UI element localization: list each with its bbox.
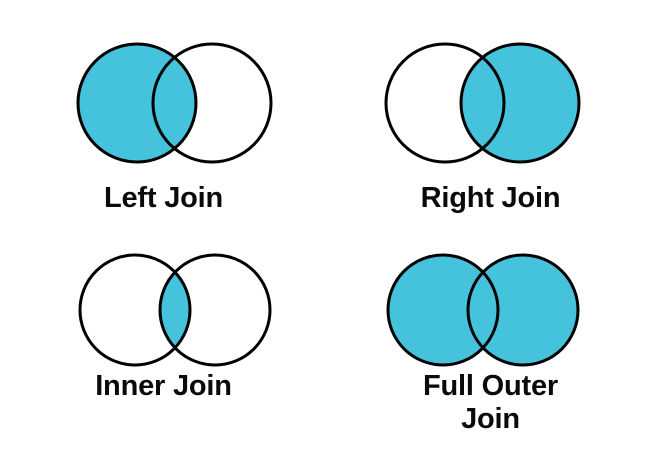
venn-graphic-full-outer-join <box>386 253 580 367</box>
diagram-cell-full-outer-join: Full Outer Join <box>327 237 654 474</box>
right-circle <box>468 255 578 365</box>
diagram-cell-left-join: Left Join <box>0 0 327 237</box>
diagram-label-left-join: Left Join <box>103 182 224 214</box>
venn-right-join <box>376 38 588 168</box>
left-circle-outline <box>386 253 500 367</box>
left-circle-outline <box>76 42 198 164</box>
diagram-label-inner-join: Inner Join <box>95 370 232 402</box>
left-circle-outline <box>78 253 192 367</box>
left-circle-outline <box>384 42 506 164</box>
venn-graphic-left-join <box>76 42 273 164</box>
venn-inner-join <box>68 249 280 371</box>
venn-graphic-right-join <box>384 42 581 164</box>
right-circle-outline <box>459 42 581 164</box>
overlap-lens <box>153 44 196 162</box>
right-circle <box>160 255 270 365</box>
left-circle <box>80 255 190 365</box>
venn-graphic-inner-join <box>78 253 272 367</box>
right-circle-outline <box>466 253 580 367</box>
venn-left-join <box>68 38 280 168</box>
diagram-cell-inner-join: Inner Join <box>0 237 327 474</box>
overlap-lens <box>461 44 504 162</box>
venn-full-outer-join <box>376 249 588 371</box>
right-circle-outline <box>158 253 272 367</box>
left-circle <box>388 255 498 365</box>
right-circle-outline <box>151 42 273 164</box>
diagram-cell-right-join: Right Join <box>327 0 654 237</box>
diagram-label-right-join: Right Join <box>420 182 561 214</box>
diagram-label-full-outer-join: Full Outer Join <box>423 370 558 435</box>
